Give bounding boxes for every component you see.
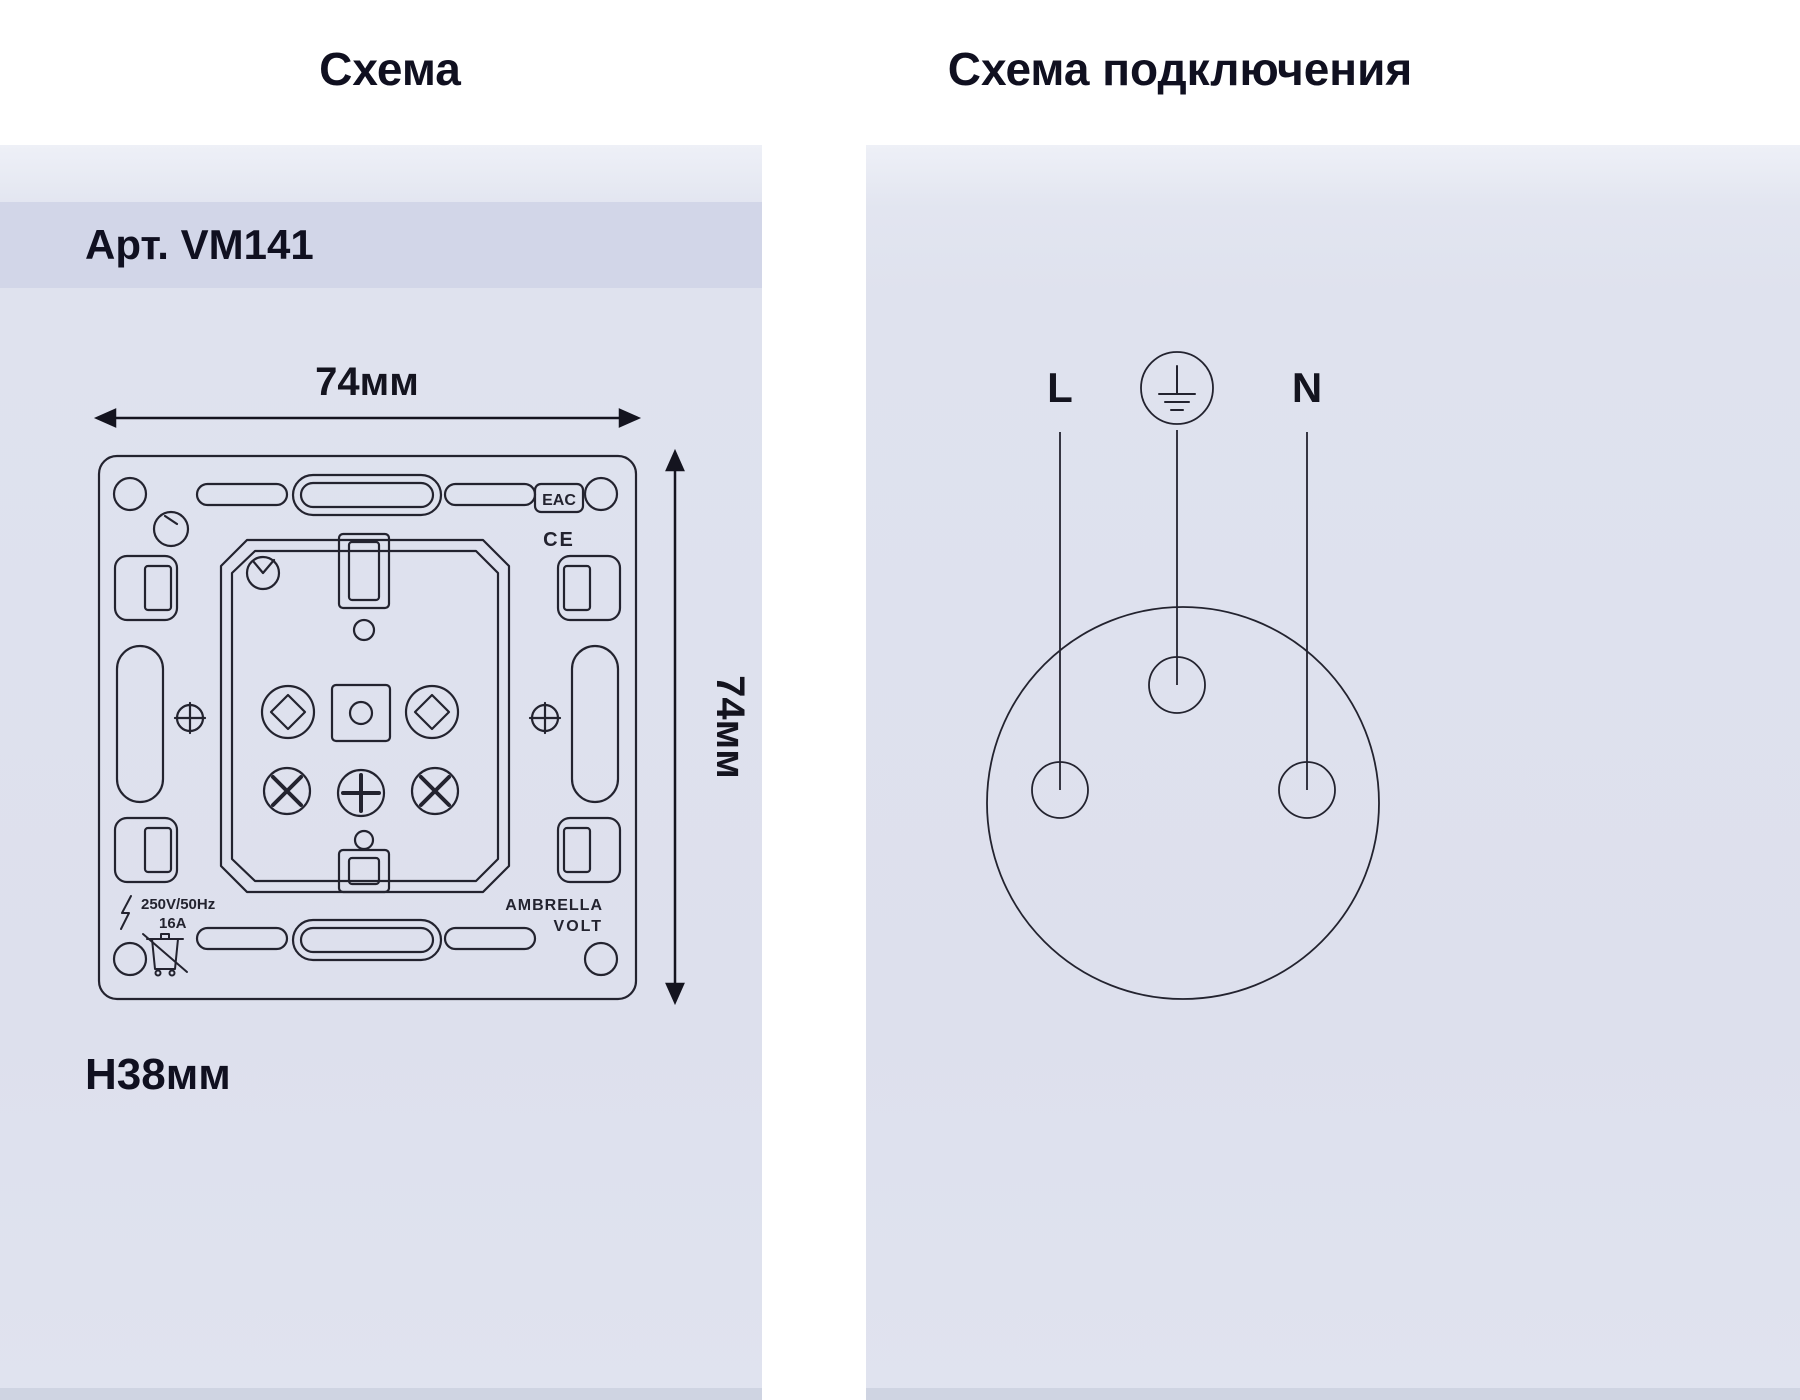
weee-icon [142,933,188,977]
rating-current-label: 16A [159,915,187,932]
wiring-diagram: L N [986,351,1380,1000]
header: Схема Схема подключения [0,0,1800,145]
dimension-arrow-horizontal [93,408,642,428]
scheme-title: Схема [319,43,461,95]
dimension-arrow-vertical [665,448,685,1006]
socket-outline-circle [986,606,1380,1000]
eac-mark: EAC [533,482,585,514]
depth-dimension-label: H38мм [85,1050,231,1099]
connection-scheme-title: Схема подключения [947,43,1413,95]
wiring-lines [1059,430,1308,790]
ce-mark: CE [543,529,575,551]
connection-panel: L N [866,145,1800,1400]
article-band: Арт. VM141 [0,202,762,288]
brand-label-line2: VOLT [554,918,603,935]
brand-label-line1: AMBRELLA [505,897,603,914]
lightning-icon [120,895,132,930]
line-label: L [1047,364,1073,411]
pin-line [1031,761,1089,819]
pin-ground [1148,656,1206,714]
svg-text:EAC: EAC [542,492,576,509]
panel-divider [762,145,866,1400]
ground-symbol-icon [1140,351,1214,425]
neutral-label: N [1292,364,1322,411]
pin-neutral [1278,761,1336,819]
scheme-panel: Арт. VM141 74мм 74мм [0,145,762,1400]
socket-drawing: 74мм 74мм [93,360,745,1006]
socket-mechanism: EAC CE [97,454,638,1001]
height-dimension-label: 74мм [708,675,745,779]
socket-face [986,606,1380,1000]
rating-voltage-label: 250V/50Hz [141,896,215,913]
article-label: Арт. VM141 [85,221,314,268]
width-dimension-label: 74мм [315,360,419,404]
